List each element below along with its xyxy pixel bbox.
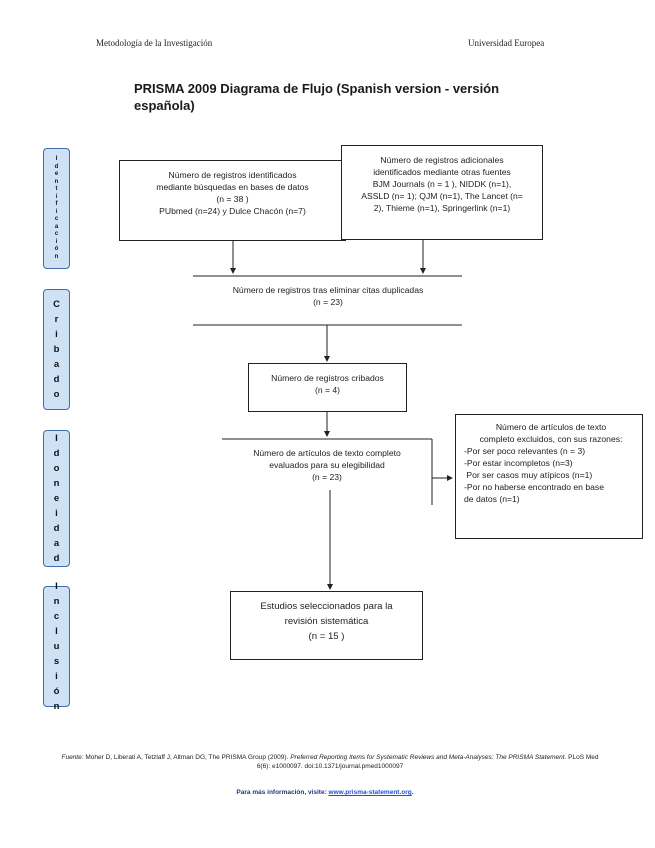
- box-line: Por ser casos muy atípicos (n=1): [464, 470, 593, 480]
- stage-letter: i: [55, 508, 58, 519]
- stage-letter: u: [53, 641, 60, 652]
- stage-letter: n: [53, 596, 60, 607]
- box-line: (n = 4): [314, 385, 341, 395]
- stage-letter: c: [53, 611, 60, 622]
- more-info-label: Para más información, visite:: [236, 789, 327, 796]
- stage-letter: i: [55, 193, 58, 200]
- box-database-records: Número de registros identificados median…: [119, 160, 346, 241]
- stage-letter: i: [55, 329, 58, 340]
- box-line: Estudios seleccionados para la: [260, 601, 393, 612]
- stage-letter: t: [55, 186, 58, 192]
- stage-letter: b: [53, 344, 60, 355]
- stage-letter: s: [53, 656, 60, 667]
- stage-letter: l: [55, 626, 58, 637]
- stage-letter: d: [53, 523, 60, 534]
- stage-letter: ó: [54, 246, 59, 252]
- box-line: (n = 23): [313, 297, 343, 307]
- box-line: de datos (n=1): [464, 494, 520, 504]
- box-line: BJM Journals (n = 1 ), NIDDK (n=1),: [372, 179, 512, 189]
- stage-letter: r: [54, 314, 59, 325]
- box-line: Número de artículos de texto completo: [253, 448, 401, 458]
- stage-letter: o: [53, 389, 60, 400]
- box-line: identificados mediante otras fuentes: [373, 167, 511, 177]
- header-right: Universidad Europea: [468, 38, 545, 48]
- box-line: Número de registros tras eliminar citas …: [232, 285, 424, 295]
- stage-letter: o: [53, 463, 60, 474]
- more-info: Para más información, visite: www.prisma…: [150, 789, 500, 796]
- header-left: Metodología de la Investigación: [96, 38, 213, 48]
- stage-letter: a: [54, 223, 59, 230]
- stage-letter: d: [54, 163, 59, 170]
- stage-letter: c: [54, 231, 59, 237]
- box-line: 2), Thieme (n=1), Springerlink (n=1): [373, 203, 511, 213]
- box-other-sources: Número de registros adicionales identifi…: [341, 145, 543, 240]
- box-line: mediante búsquedas en bases de datos: [156, 182, 309, 192]
- box-eligibility: Número de artículos de texto completo ev…: [222, 447, 432, 483]
- box-line: (n = 38 ): [216, 194, 249, 204]
- stage-letter: I: [55, 433, 58, 444]
- stage-letter: d: [53, 553, 60, 564]
- stage-letter: a: [53, 538, 60, 549]
- box-line: evaluados para su elegibilidad: [269, 460, 385, 470]
- diagram-title: PRISMA 2009 Diagrama de Flujo (Spanish v…: [134, 81, 500, 113]
- more-info-end: .: [411, 789, 414, 796]
- box-line: completo excluidos, con sus razones:: [479, 434, 623, 444]
- stage-letter: ó: [53, 686, 60, 697]
- box-line: -Por no haberse encontrado en base: [464, 482, 604, 492]
- stage-letter: i: [55, 671, 58, 682]
- stage-letter: e: [54, 171, 59, 177]
- source-citation: Fuente: Moher D, Liberati A, Tetzlaff J,…: [60, 753, 600, 771]
- box-screened-records: Número de registros cribados (n = 4): [248, 363, 407, 412]
- box-after-duplicates: Número de registros tras eliminar citas …: [193, 284, 463, 308]
- stage-letter: i: [55, 238, 58, 245]
- stage-letter: I: [55, 581, 58, 592]
- stage-letter: n: [53, 478, 60, 489]
- stage-letter: c: [54, 216, 59, 222]
- stage-letter: C: [53, 299, 60, 310]
- source-title: Preferred Reporting Items for Systematic…: [290, 754, 567, 761]
- box-line: Número de registros adicionales: [380, 155, 504, 165]
- stage-letter: n: [53, 701, 60, 712]
- box-line: -Por estar incompletos (n=3): [464, 458, 573, 468]
- stage-letter: e: [53, 493, 60, 504]
- stage-letter: d: [53, 448, 60, 459]
- box-line: PUbmed (n=24) y Dulce Chacón (n=7): [159, 206, 306, 216]
- box-line: (n = 23): [312, 472, 342, 482]
- box-line: Número de registros cribados: [271, 373, 384, 383]
- box-line: (n = 15 ): [308, 631, 345, 642]
- prisma-link[interactable]: www.prisma-statement.org: [328, 789, 412, 796]
- source-journal: PLoS Med 6(6): e1000097. doi:10.1371/jou…: [256, 754, 599, 770]
- box-included-studies: Estudios seleccionados para la revisión …: [230, 591, 423, 660]
- box-line: Número de registros identificados: [168, 170, 297, 180]
- stage-letter: I: [55, 156, 58, 162]
- box-line: revisión sistemática: [284, 616, 369, 627]
- box-line: -Por ser poco relevantes (n = 3): [464, 446, 586, 456]
- stage-letter: a: [53, 359, 60, 370]
- stage-letter: n: [54, 178, 59, 185]
- box-excluded-articles: Número de artículos de texto completo ex…: [455, 414, 643, 539]
- stage-letter: n: [54, 253, 59, 260]
- stage-letter: d: [53, 374, 60, 385]
- source-label: Fuente:: [61, 754, 84, 761]
- box-line: Número de artículos de texto: [495, 422, 607, 432]
- stage-letter: f: [55, 201, 58, 207]
- box-line: ASSLD (n= 1); QJM (n=1), The Lancet (n=: [361, 191, 523, 201]
- source-authors: Moher D, Liberati A, Tetzlaff J, Altman …: [85, 754, 289, 761]
- stage-letter: i: [55, 208, 58, 215]
